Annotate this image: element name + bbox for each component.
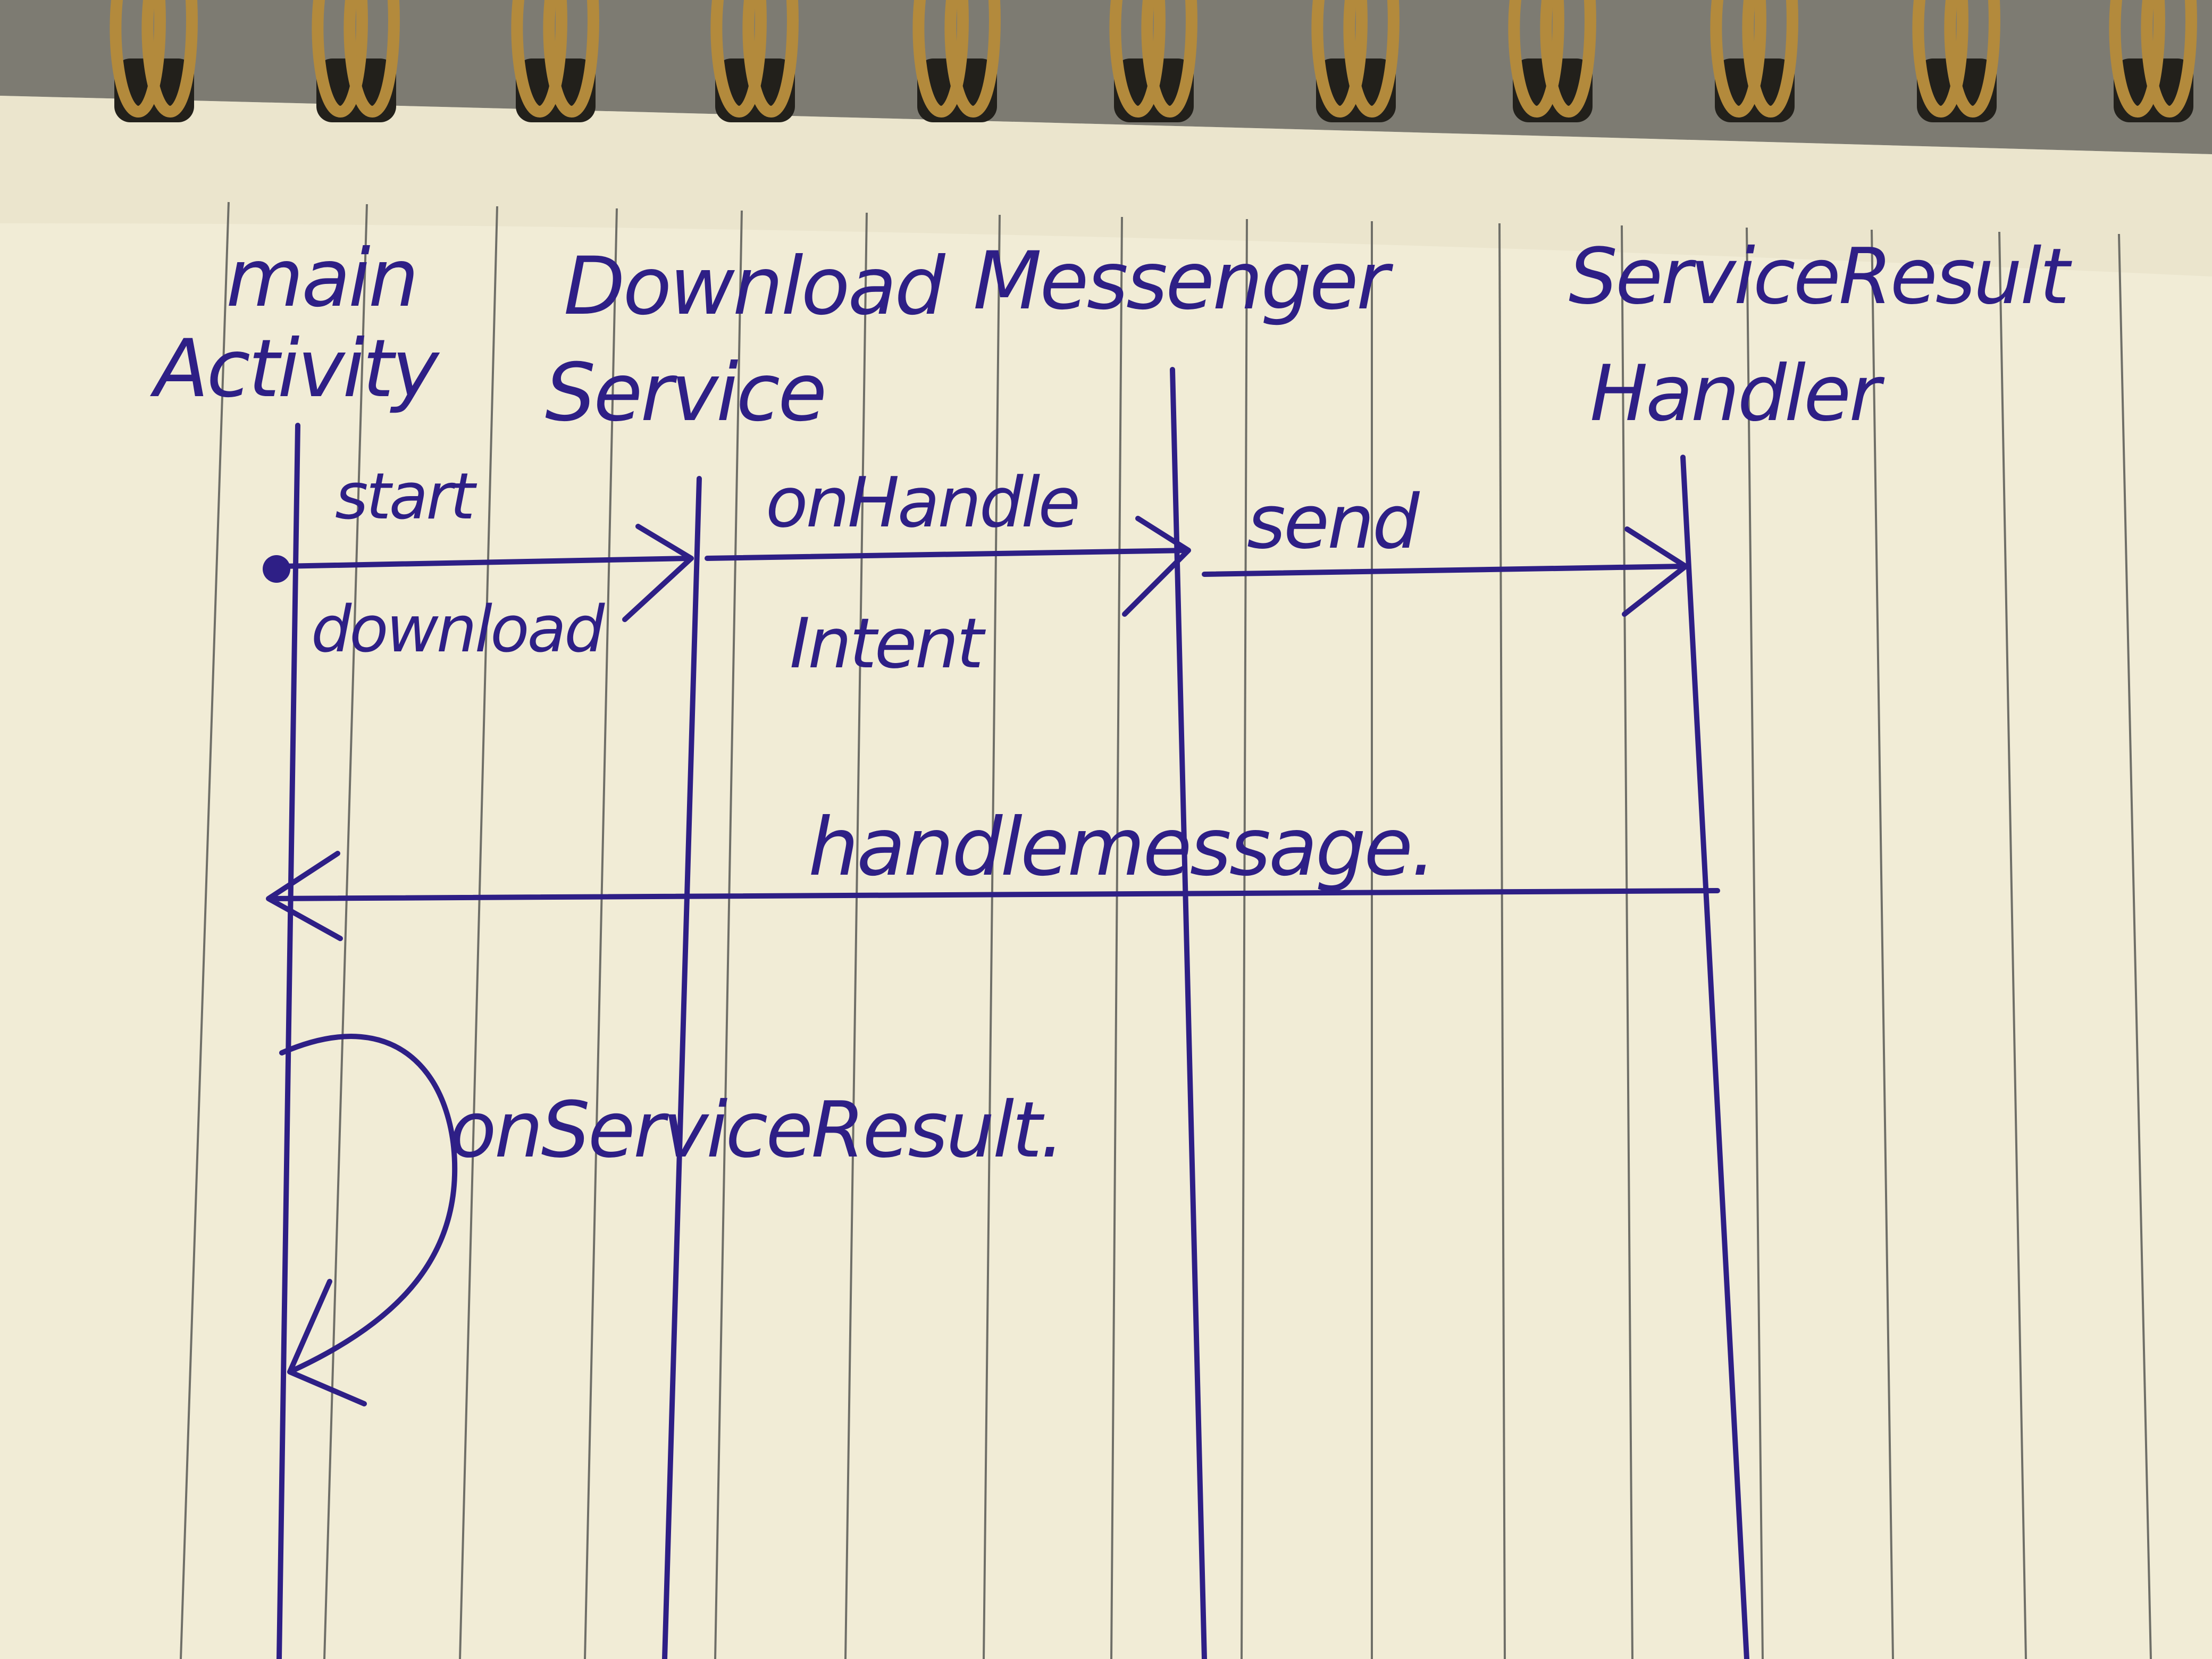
ruled-line [1746, 227, 1764, 1659]
ruled-line [1998, 231, 2027, 1659]
spiral-ring [1141, 0, 1197, 118]
message-label: onServiceResult. [449, 1085, 1062, 1175]
spiral-ring [511, 0, 567, 118]
self-call-arrow [279, 1034, 458, 1406]
participant-download-service: Download Service [545, 240, 948, 439]
ruled-line [714, 210, 743, 1659]
participant-label-line1: Download [564, 240, 945, 333]
message-start-download: start download [263, 460, 694, 667]
message-onserviceresult: onServiceResult. [279, 1034, 1065, 1406]
ruled-line [1110, 216, 1123, 1659]
participant-label-line1: ServiceResult [1569, 232, 2073, 322]
ruled-line [323, 204, 368, 1659]
spiral-ring [1912, 0, 1968, 118]
message-handlemessage: handlemessage. [266, 801, 1720, 941]
lifeline-messenger [1170, 367, 1207, 1659]
spiral-ring [312, 0, 368, 118]
message-arrow [279, 524, 694, 622]
message-label-above: onHandle [766, 462, 1078, 543]
spiral-ring [710, 0, 767, 118]
spiral-ring [1508, 0, 1564, 118]
lifeline-main-activity [276, 423, 300, 1659]
participant-label-line2: Service [545, 347, 825, 439]
participant-label-line2: Handler [1590, 349, 1885, 439]
spiral-ring [2141, 0, 2197, 118]
message-onhandle-intent: onHandle Intent [705, 462, 1191, 684]
message-label-above: send [1247, 479, 1420, 566]
lifeline-download-service [662, 476, 702, 1659]
spiral-ring [543, 0, 599, 118]
message-arrow [1202, 526, 1688, 617]
message-label-above: handlemessage. [808, 801, 1434, 894]
ruled-line [1621, 225, 1633, 1659]
ruled-line [1871, 229, 1894, 1659]
message-send: send [1202, 479, 1688, 617]
participant-label-line1: Messenger [973, 235, 1394, 328]
ruled-line [459, 206, 498, 1659]
spiral-ring [912, 0, 969, 118]
ruled-line [1241, 219, 1248, 1659]
ruled-line [180, 202, 230, 1659]
spiral-ring [1944, 0, 2000, 118]
spiral-ring [1710, 0, 1766, 118]
ruled-line [844, 212, 868, 1659]
message-label-above: start [335, 460, 477, 534]
participant-label-line1: main [226, 232, 417, 325]
lifeline-service-result-handler [1680, 455, 1749, 1659]
ruled-lines [180, 202, 2152, 1659]
spiral-ring [742, 0, 799, 118]
ruled-line [2118, 233, 2152, 1659]
participant-service-result-handler: ServiceResult Handler [1569, 232, 2075, 439]
message-label-below: Intent [790, 603, 986, 684]
message-arrow [266, 851, 1720, 941]
ruled-line [584, 208, 618, 1659]
message-arrow [705, 516, 1191, 617]
spiral-ring [343, 0, 400, 118]
spiral-ring [2109, 0, 2165, 118]
spiral-ring [1540, 0, 1596, 118]
spiral-binding [110, 0, 2197, 122]
spiral-ring [1343, 0, 1400, 118]
participant-messenger: Messenger [973, 235, 1396, 328]
notebook-page [0, 96, 2212, 1659]
activation-dot [263, 555, 290, 583]
spiral-ring [1742, 0, 1798, 118]
spiral-ring [944, 0, 1001, 118]
ruled-line [983, 214, 1001, 1659]
page-shadow [0, 96, 2212, 276]
spiral-ring [110, 0, 166, 118]
spiral-ring [1311, 0, 1368, 118]
message-label-below: download [311, 593, 605, 667]
spiral-ring [141, 0, 198, 118]
spiral-ring [1109, 0, 1166, 118]
participant-main-activity: main Activity [150, 232, 442, 415]
participant-label-line2: Activity [150, 323, 440, 415]
ruled-line [1498, 223, 1506, 1659]
